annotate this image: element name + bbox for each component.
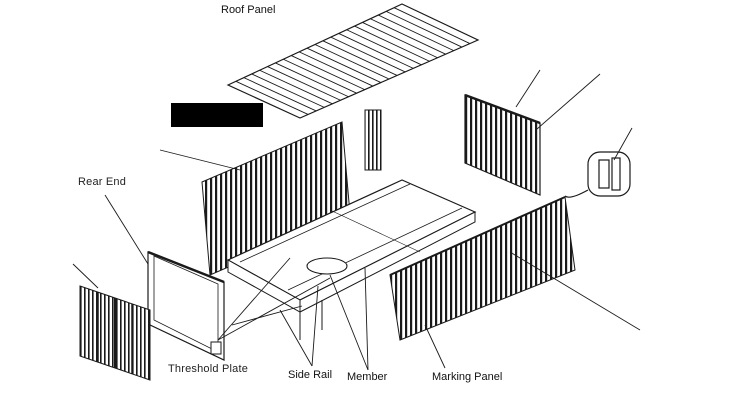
- roof-rib: [314, 44, 390, 80]
- roof-rib: [330, 36, 406, 73]
- roof-rib: [259, 69, 333, 105]
- roof-rib: [298, 51, 374, 87]
- label-side-rail: Side Rail: [288, 369, 333, 381]
- roof-rib: [275, 62, 349, 98]
- label-marking-panel: Marking Panel: [432, 371, 503, 383]
- label-member: Member: [347, 371, 388, 383]
- right-side-wall: [389, 196, 576, 341]
- roof-rib: [378, 14, 454, 52]
- floor-base-frame: [226, 179, 477, 340]
- roof-rib: [393, 7, 471, 44]
- leader-lines: [72, 69, 641, 371]
- front-end-panel: [464, 93, 541, 196]
- roof-rib: [385, 10, 463, 48]
- roof-rib: [235, 80, 309, 115]
- roof-rib: [306, 47, 382, 83]
- roof-rib: [243, 77, 317, 112]
- roof-rib: [322, 40, 398, 76]
- roof-rib: [267, 66, 341, 101]
- redaction-block: [171, 103, 263, 127]
- label-roof-panel: Roof Panel: [221, 4, 276, 16]
- door-detail-inset: [564, 151, 631, 198]
- label-threshold-plate: Threshold Plate: [168, 363, 249, 375]
- roof-rib: [251, 73, 325, 108]
- roof-rib: [346, 29, 422, 66]
- roof-rib: [354, 25, 430, 62]
- roof-panel: [226, 3, 480, 119]
- roof-rib: [283, 58, 357, 94]
- roof-rib: [291, 55, 365, 91]
- left-side-wall: [201, 109, 382, 276]
- roof-rib: [338, 33, 414, 69]
- rear-doors: [79, 285, 151, 381]
- label-rear-end: Rear End: [78, 176, 127, 188]
- rear-end-frame: [147, 250, 225, 361]
- roof-rib: [362, 22, 438, 59]
- roof-rib: [370, 18, 446, 55]
